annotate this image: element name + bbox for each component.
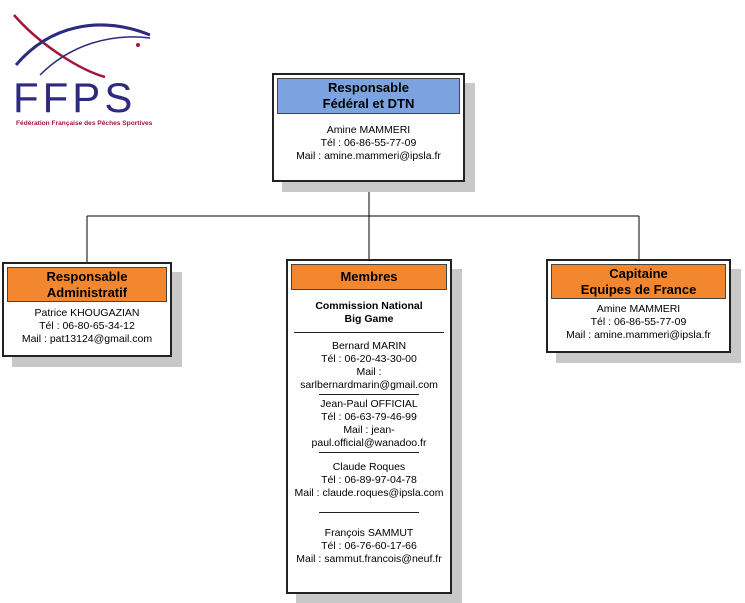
member-name: Jean-Paul OFFICIAL [320,398,418,410]
member-email: Mail : sammut.francois@neuf.fr [296,553,442,565]
person-name: Amine MAMMERI [326,124,411,136]
header-line: Capitaine [609,265,668,281]
header-line: Responsable [46,268,128,284]
person-phone: Tél : 06-80-65-34-12 [39,320,135,332]
node-header: Membres [291,264,447,290]
member-name: Bernard MARIN [331,340,407,352]
node-membres: Membres Commission National Big Game Ber… [286,259,452,594]
node-body: Commission National Big Game Bernard MAR… [288,290,450,566]
node-body: Amine MAMMERI Tél : 06-86-55-77-09 Mail … [548,299,729,342]
separator [294,332,444,333]
commission-title: Big Game [344,313,394,325]
node-header: Capitaine Equipes de France [551,264,726,299]
member-name: Claude Roques [332,461,406,473]
logo-tagline: Fédération Française des Pêches Sportive… [16,120,153,127]
person-name: Amine MAMMERI [596,303,681,315]
header-line: Responsable [328,80,409,95]
person-phone: Tél : 06-86-55-77-09 [590,316,687,328]
member-name: François SAMMUT [324,527,414,539]
member-email: Mail : claude.roques@ipsla.com [294,487,444,499]
member-email: Mail : jean- [343,424,395,436]
header-line: Fédéral et DTN [322,96,415,111]
person-email: Mail : amine.mammeri@ipsla.fr [566,329,711,341]
logo-swoosh [13,14,151,79]
header-line: Equipes de France [580,281,697,297]
member-phone: Tél : 06-76-60-17-66 [321,540,417,552]
member-email: Mail : [356,366,382,378]
member-email: paul.official@wanadoo.fr [311,437,427,449]
header-line: Administratif [46,284,128,300]
ffps-logo: FFPS Fédération Française des Pêches Spo… [10,5,160,130]
person-email: Mail : amine.mammeri@ipsla.fr [296,150,441,162]
person-phone: Tél : 06-86-55-77-09 [320,137,417,149]
separator [319,512,419,513]
separator [319,452,419,453]
separator [319,394,419,395]
node-body: Patrice KHOUGAZIAN Tél : 06-80-65-34-12 … [4,302,170,346]
node-header: Responsable Fédéral et DTN [277,78,460,114]
person-name: Patrice KHOUGAZIAN [34,307,140,319]
header-line: Membres [340,269,398,284]
member-phone: Tél : 06-63-79-46-99 [321,411,417,423]
member-phone: Tél : 06-89-97-04-78 [321,474,417,486]
logo-letters: FFPS [13,74,137,121]
node-body: Amine MAMMERI Tél : 06-86-55-77-09 Mail … [274,114,463,163]
person-email: Mail : pat13124@gmail.com [21,333,153,345]
commission-title: Commission National [315,300,423,312]
node-capitaine: Capitaine Equipes de France Amine MAMMER… [546,259,731,353]
member-email: sarlbernardmarin@gmail.com [300,379,438,391]
node-administratif: Responsable Administratif Patrice KHOUGA… [2,262,172,357]
member-phone: Tél : 06-20-43-30-00 [321,353,417,365]
node-header: Responsable Administratif [7,267,167,302]
node-federal-dtn: Responsable Fédéral et DTN Amine MAMMERI… [272,73,465,182]
